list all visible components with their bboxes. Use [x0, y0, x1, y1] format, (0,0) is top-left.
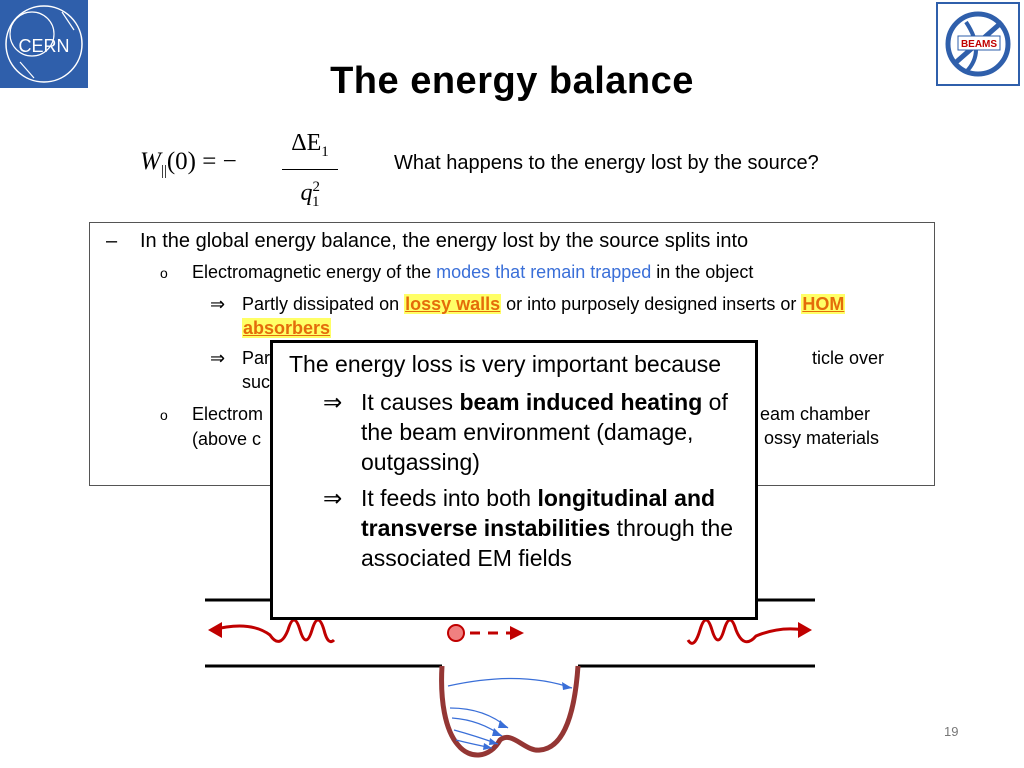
cavity-outline — [439, 665, 581, 758]
cern-logo: CERN — [0, 0, 88, 88]
implies-arrow: ⇒ — [323, 389, 343, 415]
beams-logo: BEAMS — [936, 2, 1020, 86]
formula-denominator-superscript: 2 — [312, 178, 321, 195]
bullet-dissipated: ⇒ Partly dissipated on lossy walls or int… — [210, 292, 846, 340]
source-particle — [447, 624, 465, 642]
callout-text-pre: It causes — [361, 389, 460, 415]
cern-logo-text: CERN — [18, 36, 69, 56]
circle-bullet: o — [160, 265, 168, 281]
right-radiated-wave — [686, 618, 812, 645]
fraction-bar — [282, 168, 338, 170]
hom-highlight: HOM — [801, 294, 846, 314]
importance-callout: The energy loss is very important becaus… — [270, 340, 758, 620]
formula-lhs-argument: (0) = − — [166, 148, 237, 175]
implies-arrow: ⇒ — [323, 485, 343, 511]
callout-item-heating: ⇒ It causes beam induced heating of the … — [289, 387, 739, 477]
formula-numerator: ΔE — [291, 130, 322, 156]
bullet-text-post: in the object — [651, 262, 754, 282]
formula-fraction: ΔE1 q21 — [282, 128, 338, 216]
bullet-text-fragment: Electrom — [192, 404, 264, 424]
bullet-global-balance: –In the global energy balance, the energ… — [106, 230, 748, 253]
callout-intro: The energy loss is very important becaus… — [289, 351, 722, 377]
particle-motion-arrowhead — [510, 626, 524, 640]
page-number: 19 — [944, 724, 959, 739]
formula-lhs: W — [140, 148, 161, 175]
field-arrowheads — [483, 682, 572, 750]
dash-bullet: – — [106, 230, 118, 252]
lossy-walls-highlight: lossy walls — [404, 294, 502, 314]
bullet-text: In the global energy balance, the energy… — [140, 230, 749, 252]
slide-title: The energy balance — [330, 60, 694, 102]
callout-text-post: of the beam environment (damage, outgass… — [361, 389, 728, 475]
callout-item-instabilities: ⇒ It feeds into both longitudinal and tr… — [289, 483, 739, 573]
bullet-text-fragment-2-right: ossy materials — [764, 428, 880, 448]
formula-numerator-subscript: 1 — [321, 143, 329, 160]
formula-lhs-subscript: || — [160, 163, 167, 179]
bullet-text-pre: Electromagnetic energy of the — [192, 262, 437, 282]
instabilities-emphasis: longitudinal and transverse instabilitie… — [361, 485, 716, 541]
bullet-text-fragment: Par — [242, 348, 271, 368]
question-text: What happens to the energy lost by the s… — [394, 152, 819, 174]
bullet-propagating-energy: o Electrom eam chamber (above c ossy mater… — [160, 402, 879, 451]
formula-denominator-subscript: 1 — [312, 193, 320, 210]
bullet-text-fragment-right: eam chamber — [760, 404, 871, 424]
bullet-text-fragment-right: ticle over — [812, 348, 885, 368]
beams-logo-text: BEAMS — [961, 39, 997, 50]
bullet-trapped-modes: o Electromagnetic energy of the modes tha… — [160, 262, 753, 283]
trapped-modes-highlight: modes that remain trapped — [436, 262, 652, 282]
bullet-text-pre: Partly dissipated on — [242, 294, 405, 314]
callout-text-pre: It feeds into both — [361, 485, 538, 511]
circle-bullet: o — [160, 407, 168, 423]
implies-arrow: ⇒ — [210, 348, 226, 368]
absorbers-highlight: absorbers — [242, 318, 332, 338]
formula-denominator: q — [300, 179, 313, 206]
bullet-text-fragment-2: suc — [242, 372, 271, 392]
wake-potential-formula: W||(0) = − ΔE1 q21 — [140, 128, 350, 210]
bullet-text-mid: or into purposely designed inserts or — [501, 294, 802, 314]
left-radiated-wave — [208, 618, 336, 644]
implies-arrow: ⇒ — [210, 294, 226, 314]
callout-text-post: through the associated EM fields — [361, 515, 734, 571]
bullet-partly-transferred: ⇒ Par ticle over suc — [210, 346, 884, 394]
beam-heating-emphasis: beam induced heating — [459, 389, 703, 415]
bullet-text-fragment-2: (above c — [192, 429, 262, 449]
